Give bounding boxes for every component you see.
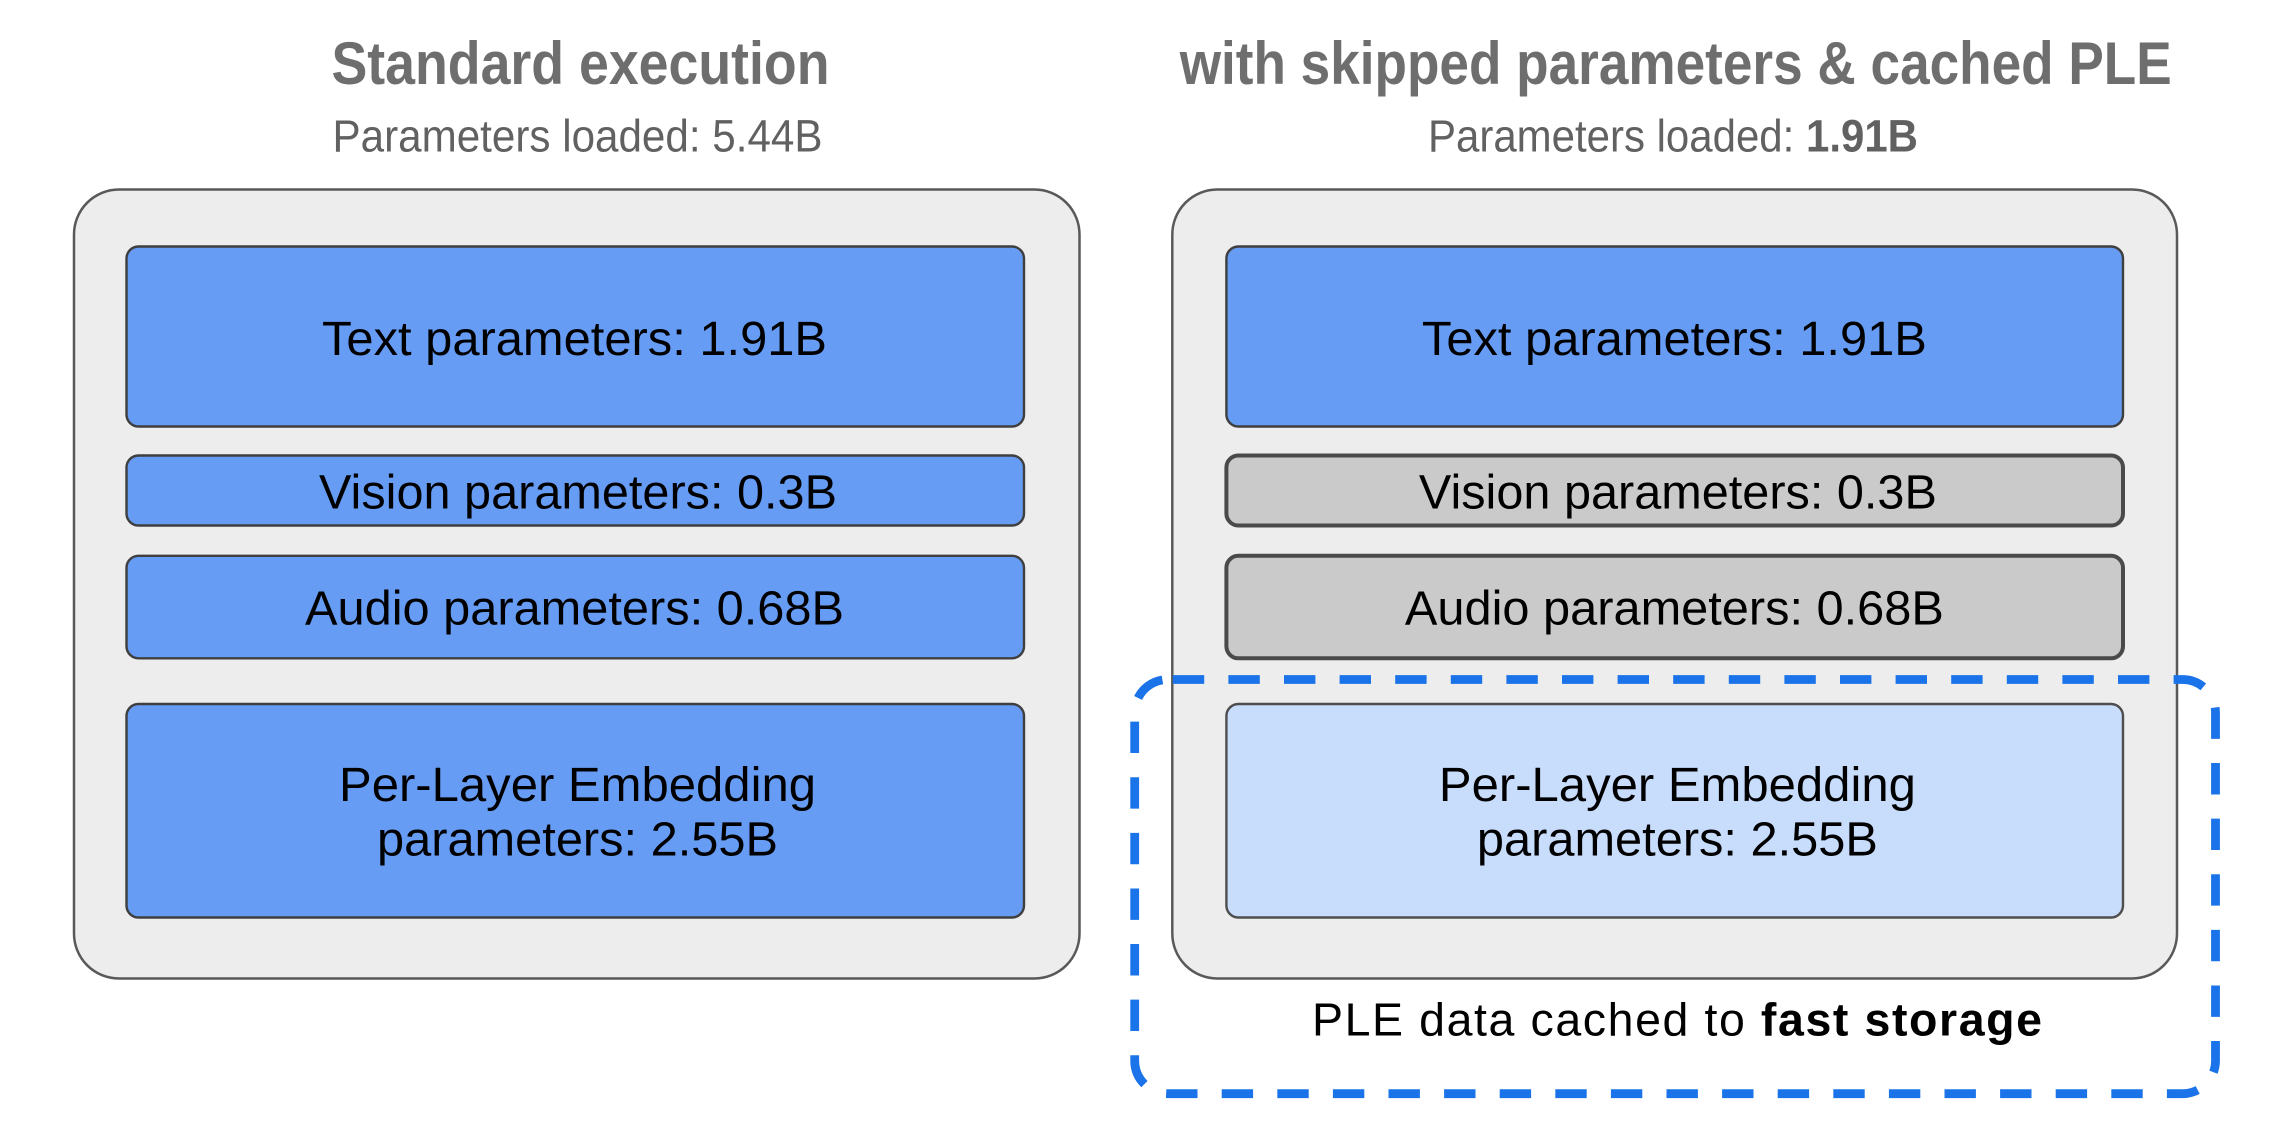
svg-text:with skipped parameters & cach: with skipped parameters & cached PLE (1179, 29, 2172, 97)
svg-text:Per-Layer Embedding: Per-Layer Embedding (1439, 759, 1916, 812)
svg-text:parameters: 2.55B: parameters: 2.55B (377, 814, 778, 867)
svg-text:Parameters loaded: 5.44B: Parameters loaded: 5.44B (333, 111, 823, 162)
svg-text:Standard execution: Standard execution (332, 29, 830, 97)
svg-text:parameters: 2.55B: parameters: 2.55B (1477, 814, 1878, 867)
svg-text:Vision parameters: 0.3B: Vision parameters: 0.3B (1419, 467, 1937, 520)
svg-text:PLE data cached to fast storag: PLE data cached to fast storage (1312, 993, 2042, 1045)
svg-text:Audio parameters: 0.68B: Audio parameters: 0.68B (305, 583, 844, 636)
svg-text:Text parameters: 1.91B: Text parameters: 1.91B (322, 313, 827, 366)
svg-text:Parameters loaded: 1.91B: Parameters loaded: 1.91B (1428, 111, 1918, 162)
svg-text:Audio parameters: 0.68B: Audio parameters: 0.68B (1405, 583, 1944, 636)
svg-text:Per-Layer Embedding: Per-Layer Embedding (339, 759, 816, 812)
svg-text:Text parameters: 1.91B: Text parameters: 1.91B (1422, 313, 1927, 366)
svg-text:Vision parameters: 0.3B: Vision parameters: 0.3B (319, 467, 837, 520)
